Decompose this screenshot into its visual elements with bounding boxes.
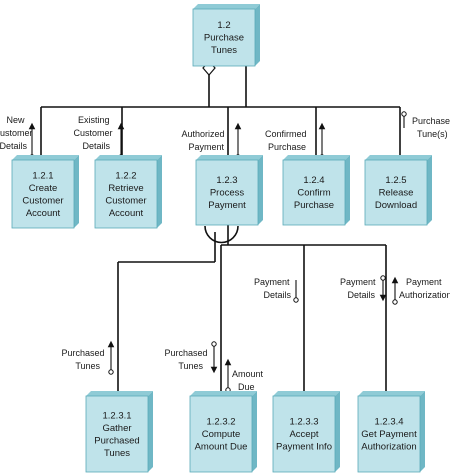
label-payment-authorization: Payment Authorization: [399, 277, 450, 300]
label-purchased-tunes-top: Purchased Tune(s): [412, 116, 450, 139]
label-payment-details-1: Payment Details: [254, 277, 292, 300]
label-payment-details-2: Payment Details: [340, 277, 378, 300]
label-authorized-payment: Authorized Payment: [181, 129, 227, 152]
label-existing-customer-details: Existing Customer Details: [73, 115, 115, 151]
label-confirmed-purchase: Confirmed Purchase: [265, 129, 309, 152]
label-purchased-tunes-1: Purchased Tunes: [61, 348, 107, 371]
couple-labels: New Customer Details Existing Customer D…: [0, 115, 450, 392]
connector-lines: [40, 66, 401, 396]
label-amount-due: Amount Due: [232, 369, 266, 392]
label-purchased-tunes-2: Purchased Tunes: [164, 348, 210, 371]
loop-arc: [204, 225, 239, 244]
label-new-customer-details: New Customer Details: [0, 115, 35, 151]
